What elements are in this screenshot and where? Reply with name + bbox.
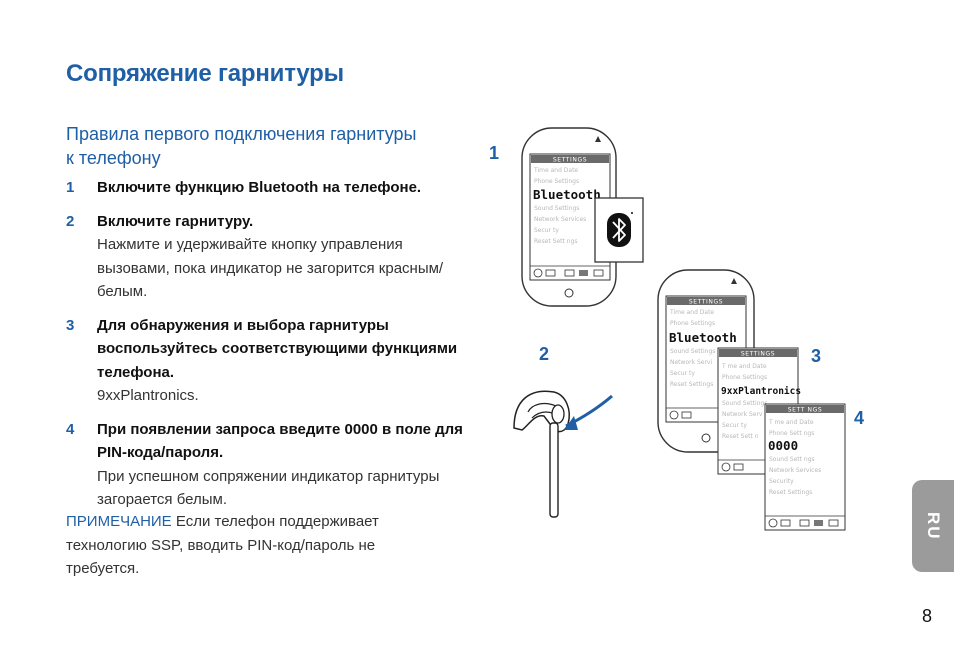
screen-header: SETTINGS (741, 351, 775, 358)
menu-item: Sound Settings (670, 348, 715, 355)
language-tab: RU (912, 480, 954, 572)
menu-item: Sound Sett ngs (769, 456, 815, 463)
menu-item: Time and Date (533, 167, 578, 174)
step-4: 4 При появлении запроса введите 0000 в п… (66, 418, 466, 512)
phone-1: SETTINGS Time and Date Phone Settings Bl… (521, 127, 644, 307)
menu-item: Network Serv (722, 411, 763, 418)
page-number: 8 (922, 606, 933, 626)
step-detail: Нажмите и удерживайте кнопку управления … (97, 236, 444, 300)
menu-item: Network Servi (670, 359, 712, 366)
screen-header: SETTINGS (553, 157, 587, 164)
menu-item: Network Services (534, 216, 586, 223)
menu-item: Reset Sett n (722, 433, 759, 440)
menu-item: Phone Settings (534, 178, 579, 185)
screen-highlight: Bluetooth (669, 330, 737, 345)
step-instruction: При появлении запроса введите 0000 в пол… (97, 420, 463, 462)
figure-label-2: 2 (539, 344, 549, 364)
menu-item: T me and Date (768, 419, 814, 426)
step-instruction: Включите гарнитуру. (97, 212, 254, 230)
headset-illustration (513, 390, 613, 518)
screen-header: SETTINGS (689, 299, 723, 306)
menu-item: Secur ty (670, 370, 695, 377)
language-code: RU (924, 511, 943, 541)
menu-item: Reset Sett ngs (534, 238, 578, 245)
step-number: 3 (66, 316, 75, 334)
menu-item: Network Services (769, 467, 821, 474)
step-2: 2 Включите гарнитуру. Нажмите и удержива… (66, 210, 466, 304)
figure-label-1: 1 (489, 143, 499, 163)
bluetooth-icon (594, 197, 644, 263)
steps-list: 1 Включите функцию Bluetooth на телефоне… (66, 176, 466, 522)
menu-item: Secur ty (534, 227, 559, 234)
menu-item: Sound Settings (722, 400, 767, 407)
step-number: 1 (66, 179, 75, 196)
step-1: 1 Включите функцию Bluetooth на телефоне… (66, 176, 466, 200)
menu-item: Time and Date (669, 309, 714, 316)
pairing-illustration: 1 2 3 4 SETTINGS Time and Date Phone Set… (489, 127, 864, 531)
menu-item: Security (769, 478, 794, 485)
step-detail: 9xxPlantronics. (97, 387, 199, 404)
menu-item: Phone Sett ngs (769, 430, 814, 437)
section-subtitle: Правила первого подключения гарнитуры к … (66, 124, 417, 168)
menu-item: T me and Date (721, 363, 767, 370)
phone-4-screen: SETT NGS T me and Date Phone Sett ngs 00… (764, 403, 846, 531)
menu-item: Sound Settings (534, 205, 579, 212)
note-label: ПРИМЕЧАНИЕ (66, 513, 172, 530)
step-number: 2 (66, 212, 75, 230)
figure-label-3: 3 (811, 346, 821, 366)
menu-item: Phone Settings (722, 374, 767, 381)
step-instruction: Для обнаружения и выбора гарнитуры воспо… (97, 316, 458, 381)
step-3: 3 Для обнаружения и выбора гарнитуры вос… (66, 314, 466, 408)
menu-item: Secur ty (722, 422, 747, 429)
screen-highlight: 9xxPlantronics (721, 386, 801, 397)
screen-header: SETT NGS (788, 407, 822, 414)
menu-item: Reset Settings (670, 381, 713, 388)
menu-item: Reset Settings (769, 489, 812, 496)
menu-item: Phone Settings (670, 320, 715, 327)
figure-label-4: 4 (854, 408, 864, 428)
step-instruction: Включите функцию Bluetooth на телефоне. (97, 179, 422, 196)
screen-highlight: Bluetooth (533, 187, 601, 202)
note: ПРИМЕЧАНИЕ Если телефон поддерживает тех… (66, 510, 436, 581)
step-detail: При успешном сопряжении индикатор гарнит… (97, 467, 440, 509)
page-title: Сопряжение гарнитуры (66, 60, 344, 87)
note-text: Если телефон поддерживает технологию SSP… (66, 513, 379, 577)
step-number: 4 (66, 420, 75, 438)
screen-highlight: 0000 (768, 438, 798, 453)
